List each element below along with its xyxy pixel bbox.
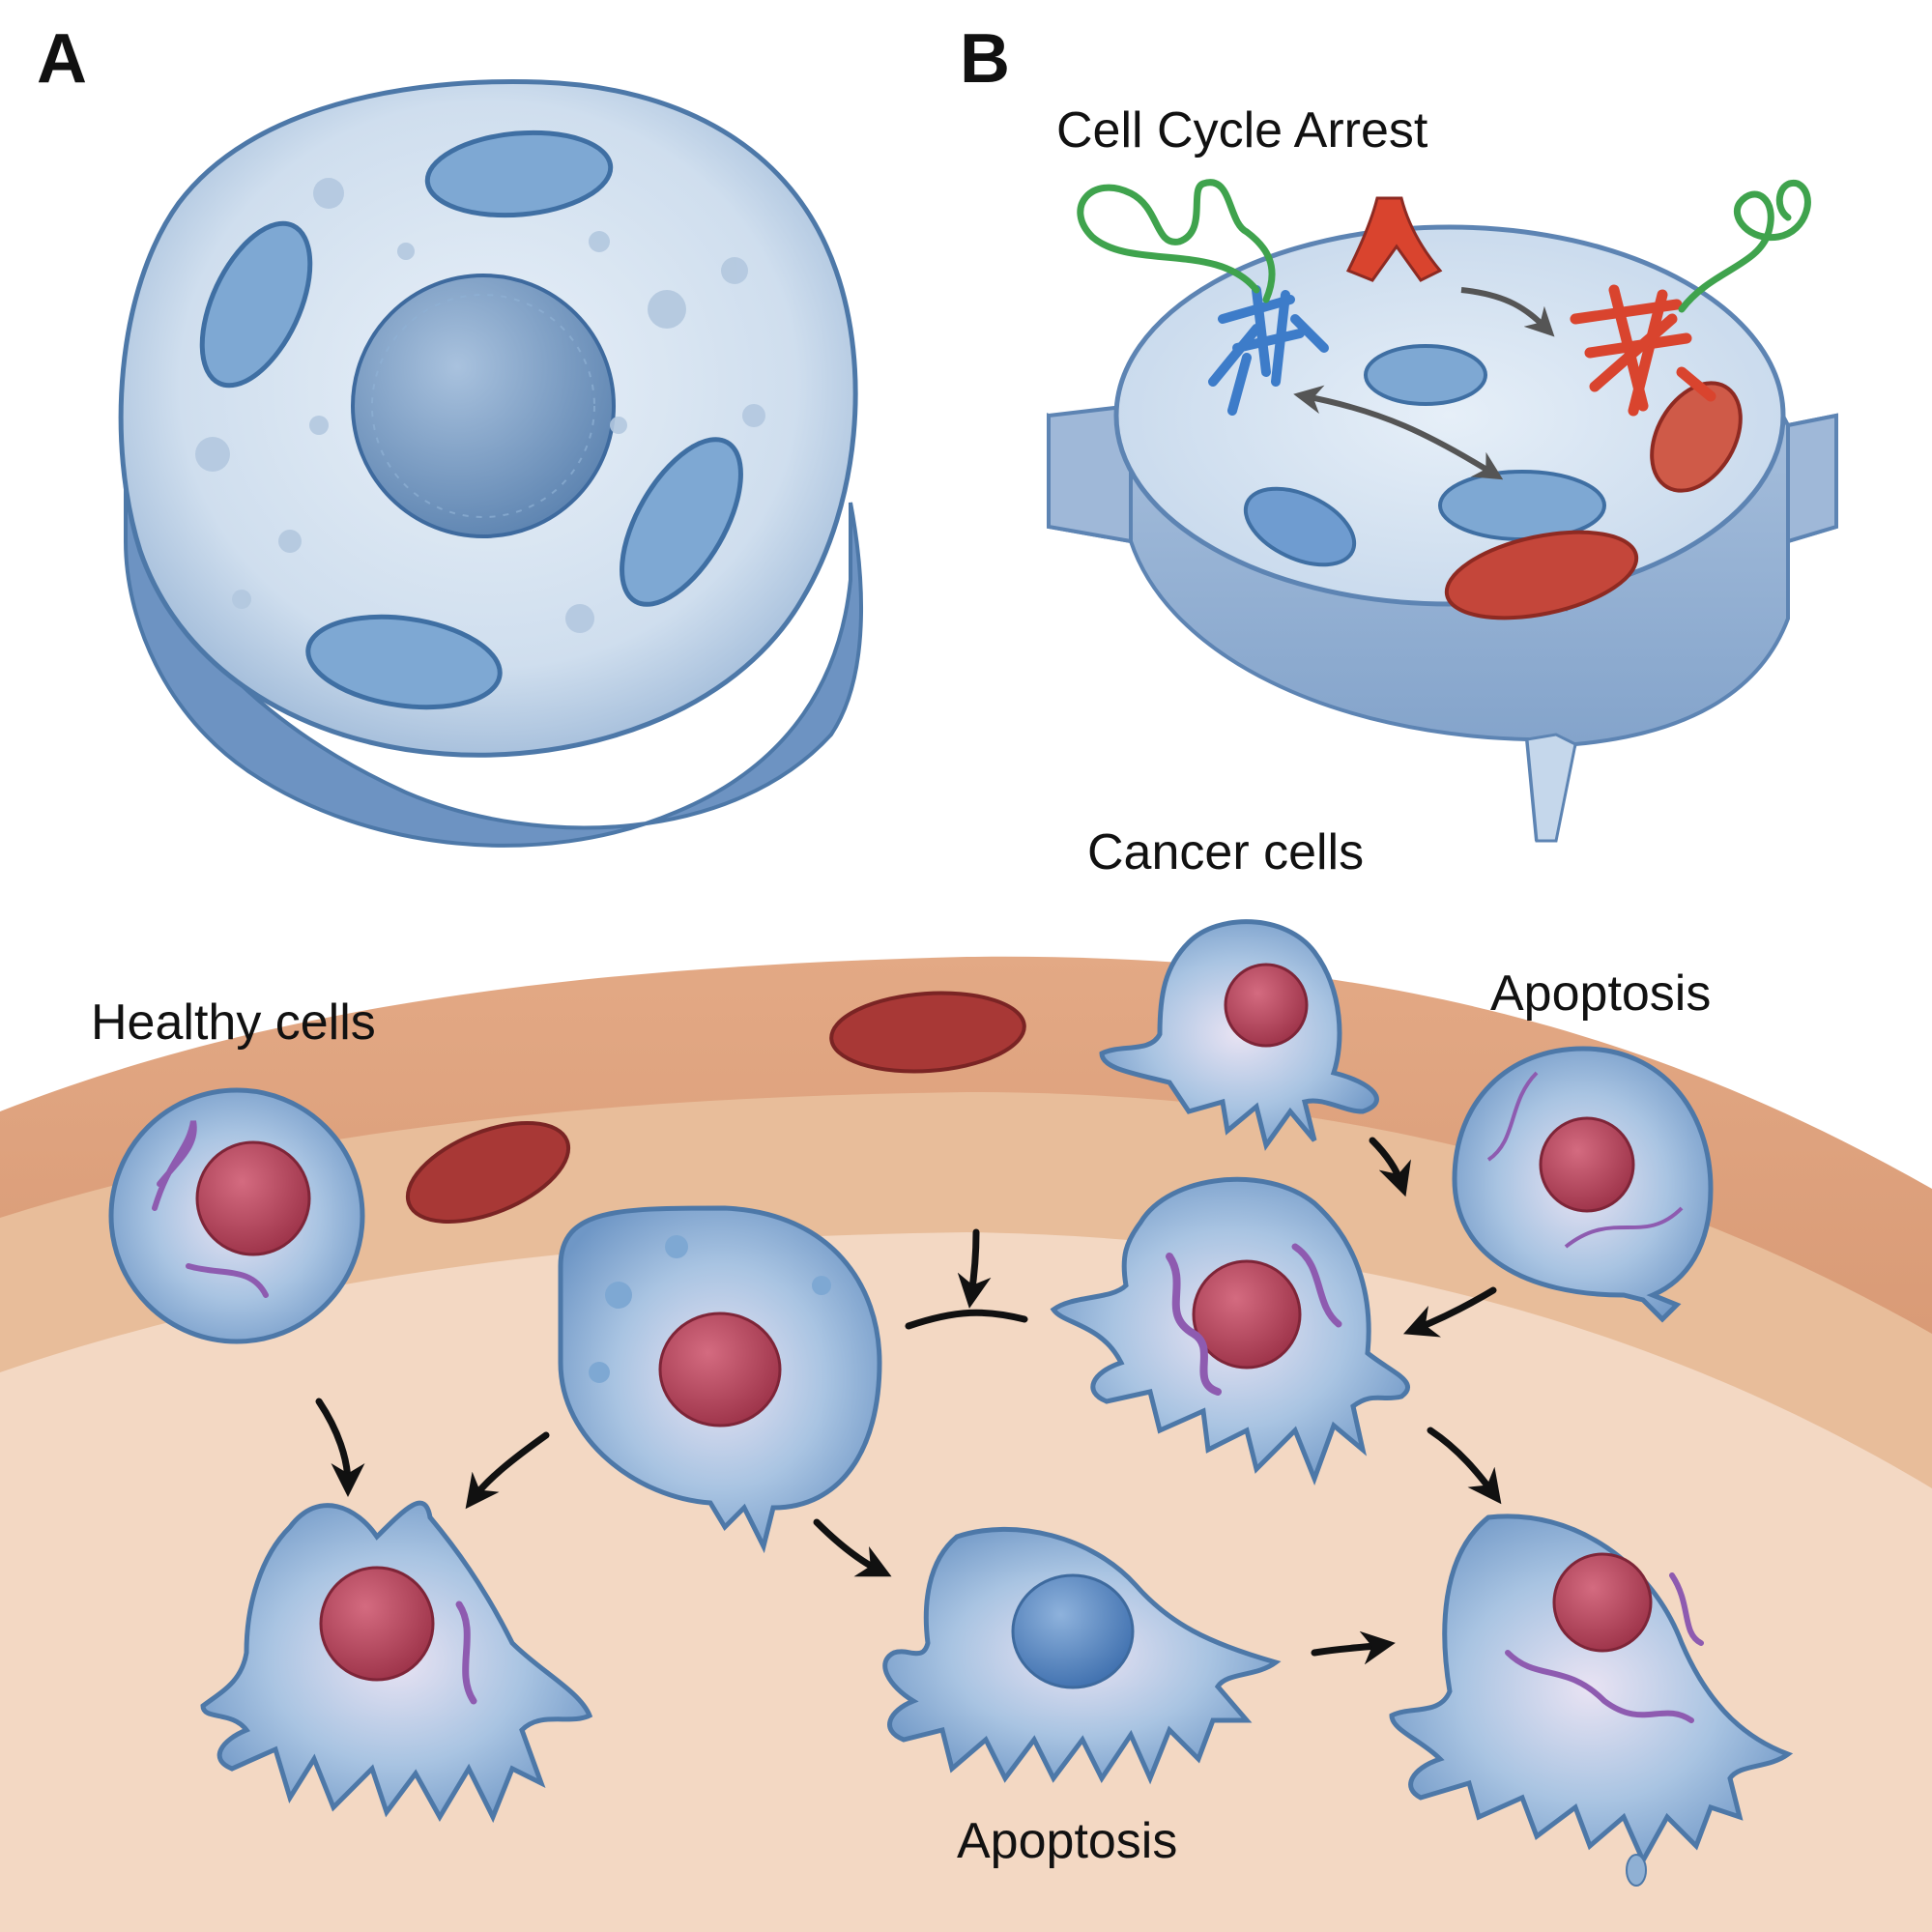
red-organelle — [1444, 530, 1639, 620]
inhibition-bar — [905, 1309, 1028, 1330]
cell-b-organelles — [1243, 344, 1743, 620]
pathway-arrows — [315, 1137, 1502, 1665]
arrow — [957, 1228, 992, 1309]
apoptosis-cell-bottom — [882, 1526, 1282, 1785]
apoptosis-cell-bottom-right — [1389, 1514, 1794, 1887]
mitochondrion — [305, 614, 503, 710]
organelle — [1438, 470, 1606, 541]
panel-a-cell — [118, 79, 864, 848]
cell-a-mitochondria — [199, 130, 743, 710]
healthy-cell — [108, 1087, 365, 1344]
apoptosis-label-bottom: Apoptosis — [957, 1813, 1178, 1869]
panel-b-title: Cell Cycle Arrest — [1056, 102, 1428, 159]
arrow-blue-to-red — [1460, 287, 1555, 337]
red-blood-cell — [829, 991, 1026, 1074]
panel-a-label: A — [37, 20, 87, 98]
cell-a-nucleus-texture — [371, 294, 595, 518]
cancer-cells-label: Cancer cells — [1087, 824, 1365, 880]
red-blood-cells — [405, 991, 1026, 1225]
blue-chromosome-cluster — [1208, 285, 1329, 416]
apoptosis-cell-right — [1452, 1046, 1714, 1323]
green-strand-left — [1077, 179, 1276, 303]
mitochondrion — [199, 220, 313, 389]
arrow — [813, 1518, 892, 1577]
panel-b-cell — [1047, 179, 1838, 843]
arrow — [315, 1398, 365, 1497]
central-cancer-cell — [558, 1205, 882, 1554]
panel-b-label: B — [960, 20, 1010, 98]
apoptosis-label-top: Apoptosis — [1490, 966, 1712, 1022]
red-a-shaped-protein — [1345, 196, 1443, 282]
arrow — [465, 1431, 550, 1510]
cell-b-flap-left — [1047, 403, 1133, 544]
cell-b-flap-right — [1786, 413, 1838, 544]
cell-a-side-wall — [123, 434, 864, 848]
cancer-cell-bottom-left — [200, 1500, 593, 1824]
organelle — [1364, 344, 1487, 406]
red-blood-cell — [405, 1120, 571, 1225]
arrow — [1311, 1630, 1396, 1665]
mitochondrion — [620, 437, 743, 607]
arrow — [1427, 1427, 1502, 1505]
cell-a-nucleus — [351, 274, 616, 538]
organelle — [1243, 486, 1357, 567]
arrow — [1403, 1286, 1497, 1338]
mitochondrion — [424, 130, 614, 218]
arrow — [1369, 1137, 1411, 1197]
arrow-double-organelles — [1293, 385, 1504, 480]
healthy-cells-label: Healthy cells — [91, 995, 376, 1051]
cancer-cell-top — [1099, 919, 1379, 1151]
cancer-cell-middle-right — [1050, 1176, 1410, 1486]
red-organelle — [1650, 381, 1743, 493]
red-chromosome-cluster — [1570, 284, 1716, 417]
green-strand-right — [1678, 180, 1811, 313]
cell-a-vesicles — [195, 178, 765, 633]
cell-b-notch — [1525, 733, 1577, 843]
